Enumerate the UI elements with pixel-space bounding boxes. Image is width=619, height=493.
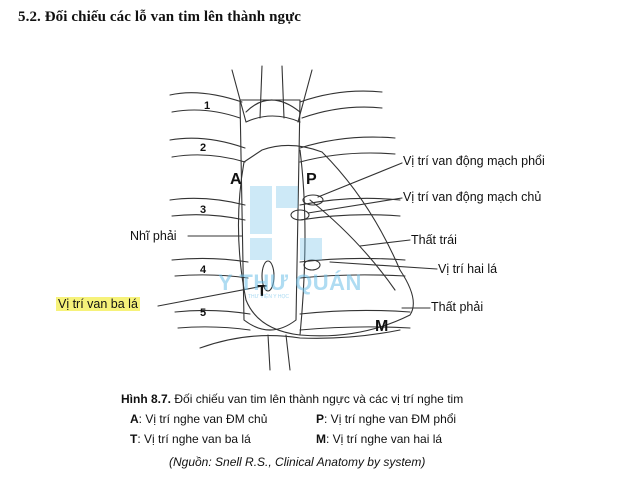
rib-2-left-lower: [171, 154, 246, 163]
mitral-valve: [303, 259, 321, 271]
leader-pulm: [317, 162, 403, 198]
caption-key-a: A: Vị trí nghe van ĐM chủ: [130, 412, 267, 426]
pulmonary-valve: [302, 194, 324, 206]
rib-1-right: [299, 90, 383, 103]
heart-outline: [237, 144, 414, 337]
rib-number-4: 4: [200, 264, 207, 276]
watermark-shape-4: [300, 238, 322, 260]
caption-key-t-text: : Vị trí nghe van ba lá: [137, 432, 251, 446]
rib-3-left-lower: [171, 214, 246, 221]
ventricle-border: [299, 149, 306, 336]
aortic-valve: [290, 209, 310, 221]
watermark-shape-2: [276, 186, 298, 208]
figure-panel: [60, 52, 558, 388]
rib-1-right-lower: [301, 106, 383, 119]
caption-source: (Nguồn: Snell R.S., Clinical Anatomy by …: [169, 455, 426, 469]
rib-2-left: [169, 137, 246, 149]
aortic-arch: [245, 99, 301, 113]
leader-left-ventricle: [359, 239, 411, 247]
label-mitral: Vị trí hai lá: [438, 262, 498, 276]
point-p: P: [306, 171, 317, 188]
caption-key-p-letter: P: [316, 412, 325, 426]
label-right-ventricle: Thất phải: [431, 300, 484, 314]
caption-key-m: M: Vị trí nghe van hai lá: [316, 432, 442, 446]
rib-number-2: 2: [200, 142, 207, 154]
watermark-text: Y THƯ QUÁN: [218, 270, 362, 295]
rib-4-left-lower: [174, 274, 249, 279]
rib-2-right: [299, 136, 396, 149]
rib-5-right: [299, 309, 411, 315]
caption-key-t-letter: T: [130, 432, 138, 446]
sternum: [239, 99, 301, 331]
caption-key-a-letter: A: [130, 412, 139, 426]
point-a: A: [230, 171, 242, 188]
watermark-subtext: THƯ VIỆN Y HỌC: [248, 294, 290, 300]
section-heading: 5.2. Đối chiếu các lỗ van tim lên thành …: [18, 9, 301, 25]
tricuspid-valve: [261, 260, 275, 292]
rib-3-left: [169, 197, 246, 206]
caption-key-m-text: : Vị trí nghe van hai lá: [326, 432, 443, 446]
watermark-shape-3: [250, 238, 272, 260]
label-left-ventricle: Thất trái: [411, 233, 457, 247]
caption-key-m-letter: M: [316, 432, 326, 446]
label-aortic-valve: Vị trí van động mạch chủ: [403, 190, 542, 204]
rib-4-right-lower: [299, 274, 406, 279]
caption-figure-number: Hình 8.7.: [121, 392, 172, 406]
caption-key-a-text: : Vị trí nghe van ĐM chủ: [138, 412, 268, 426]
rib-1-left-lower: [171, 109, 241, 119]
septum-curve: [309, 199, 396, 291]
rib-1-left: [169, 92, 243, 103]
rib-5-left-lower: [177, 326, 251, 331]
caption-key-p: P: Vị trí nghe van ĐM phổi: [316, 412, 456, 426]
caption-key-t: T: Vị trí nghe van ba lá: [130, 432, 251, 446]
leader-mitral: [329, 261, 438, 270]
point-t: T: [257, 283, 267, 300]
caption-key-p-text: : Vị trí nghe van ĐM phổi: [324, 412, 457, 426]
label-pulmonary-valve: Vị trí van động mạch phổi: [403, 154, 545, 168]
rib-5-right-lower: [299, 326, 411, 331]
leader-aortic: [307, 197, 403, 214]
rib-number-1: 1: [204, 100, 211, 112]
diaphragm: [199, 329, 401, 371]
label-right-atrium: Nhĩ phải: [130, 229, 177, 243]
figure-caption-title: Hình 8.7. Đối chiếu van tim lên thành ng…: [121, 392, 463, 406]
point-m: M: [375, 318, 389, 335]
caption-title-text: Đối chiếu van tim lên thành ngực và các …: [171, 392, 464, 406]
rib-3-right-lower: [299, 214, 401, 221]
great-vessels: [231, 65, 313, 123]
rib-4-left: [171, 257, 249, 263]
rib-number-3: 3: [200, 204, 207, 216]
rib-5-left: [174, 309, 251, 315]
label-tricuspid: Vị trí van ba lá: [56, 297, 140, 311]
leader-tricuspid: [157, 285, 264, 307]
rib-number-5: 5: [200, 307, 207, 319]
rib-2-right-lower: [299, 152, 396, 163]
rib-3-right: [299, 197, 401, 206]
watermark-shape-1: [250, 186, 272, 234]
rib-4-right: [299, 257, 406, 263]
